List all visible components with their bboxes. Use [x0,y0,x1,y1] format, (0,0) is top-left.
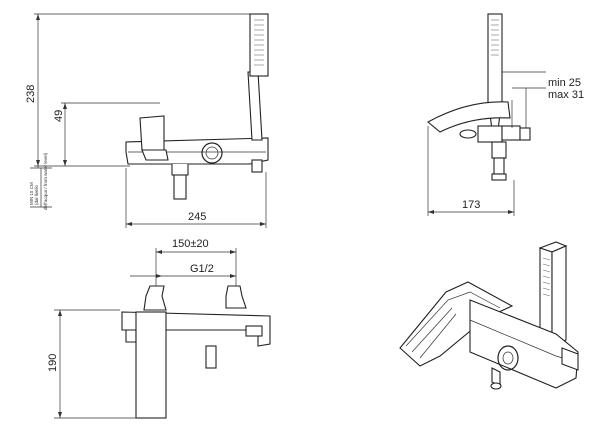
dim-238: 238 [25,85,37,103]
dim-g12: G1/2 [190,263,214,275]
bottom-front-view: 150±20 G1/2 190 [47,238,271,419]
dim-max-31: max 31 [548,89,584,101]
front-view: 238 49 MIN 15 CM (dal livello dell'acqua… [25,13,269,228]
min-note-3: dell'acqua / from water level) [43,152,48,210]
dim-49: 49 [53,110,65,122]
side-view: min 25 max 31 173 [427,13,584,216]
min-note-1: MIN 15 CM [29,182,34,205]
dim-190: 190 [47,354,59,372]
dim-245: 245 [188,211,206,223]
dim-173: 173 [462,199,480,211]
dim-min-25: min 25 [548,77,581,89]
dim-150: 150±20 [172,238,209,250]
min-note-2: (dal livello [34,184,39,205]
perspective-view [399,241,579,390]
